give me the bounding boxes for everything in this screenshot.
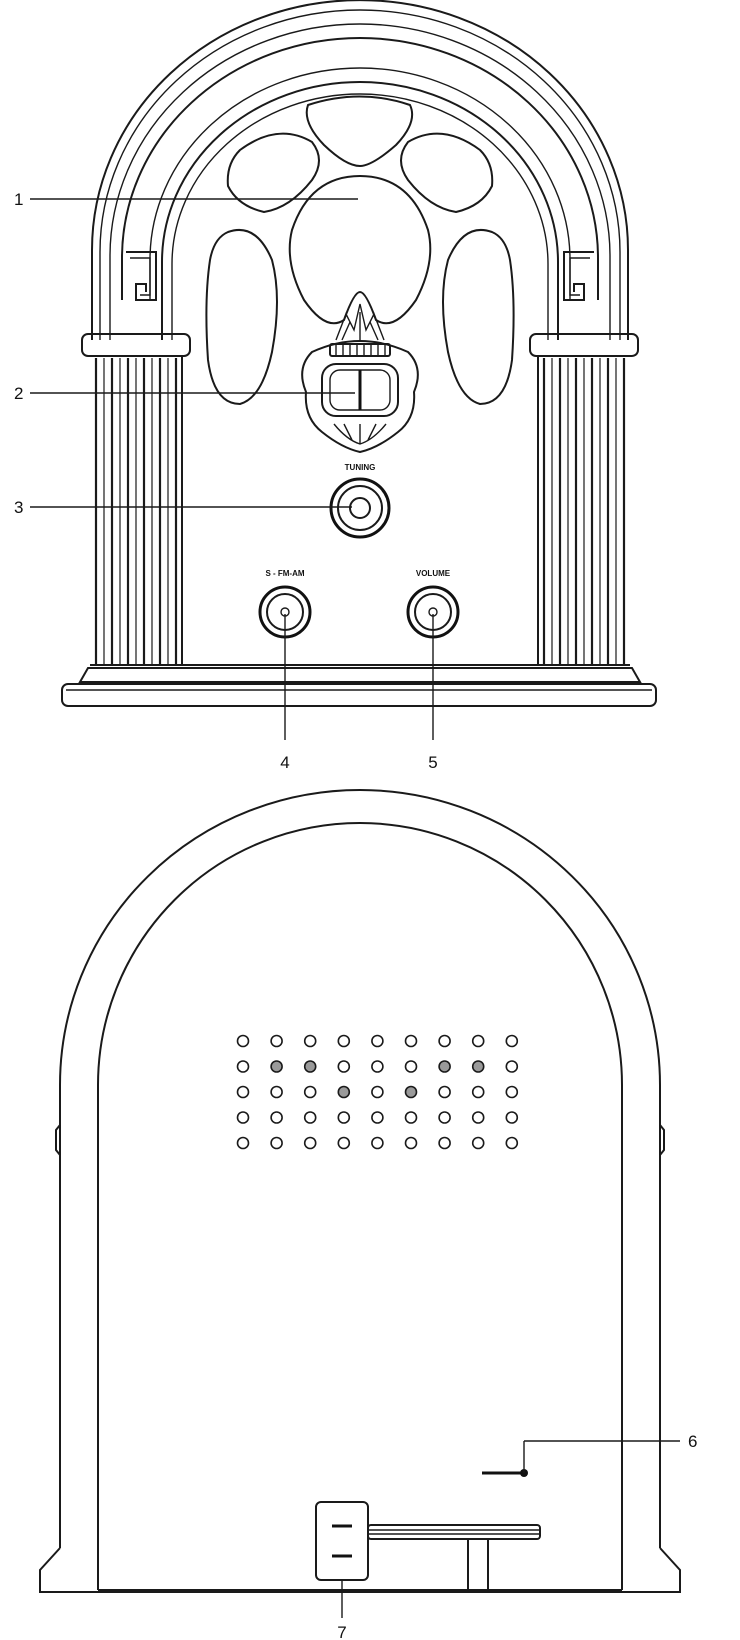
vent-hole [270, 1060, 283, 1073]
front-view: TUNING S - FM-AM VOLUME 1 [14, 0, 657, 772]
volume-knob-label: VOLUME [416, 569, 451, 578]
vent-hole [404, 1136, 418, 1150]
vent-hole [337, 1136, 351, 1150]
vent-hole [337, 1111, 351, 1124]
vent-hole [303, 1034, 317, 1048]
left-key-ornament [126, 251, 157, 301]
vent-hole [438, 1085, 451, 1099]
callout-4: 4 [280, 614, 290, 772]
left-column-capital [81, 333, 191, 357]
grille-cutout-top [305, 95, 414, 168]
vent-hole [303, 1136, 317, 1150]
svg-text:5: 5 [428, 753, 437, 772]
front-cabinet-arch [91, 0, 629, 340]
left-fluted-column [94, 358, 178, 664]
band-selector-label: S - FM-AM [265, 569, 304, 578]
callout-3: 3 [14, 498, 352, 517]
back-view: 6 7 [39, 789, 697, 1640]
grille-cutout-upper-right [400, 132, 494, 214]
power-socket[interactable] [315, 1501, 369, 1581]
vent-hole [236, 1060, 250, 1073]
vent-hole [404, 1034, 418, 1048]
vent-hole [438, 1034, 451, 1048]
vent-hole [303, 1060, 317, 1073]
svg-text:7: 7 [337, 1623, 346, 1640]
vent-hole [371, 1111, 384, 1124]
vent-hole [404, 1060, 418, 1073]
vent-hole [236, 1085, 250, 1099]
vent-hole [236, 1111, 250, 1124]
front-cabinet-base [61, 664, 657, 707]
vent-hole [471, 1034, 485, 1048]
right-column-capital [529, 333, 639, 357]
vent-hole [337, 1034, 351, 1048]
vent-hole [236, 1034, 250, 1048]
grille-cutout-left [205, 228, 278, 406]
vent-hole [438, 1136, 451, 1150]
vent-hole [438, 1060, 451, 1073]
vent-hole [303, 1111, 317, 1124]
tuning-dial-window [321, 363, 399, 417]
vent-hole [371, 1060, 384, 1073]
vent-hole [371, 1085, 384, 1099]
vent-hole [471, 1060, 485, 1073]
vent-hole [371, 1034, 384, 1048]
callout-2: 2 [14, 384, 355, 403]
callout-1: 1 [14, 190, 358, 209]
vent-hole [337, 1085, 351, 1099]
svg-text:2: 2 [14, 384, 23, 403]
vent-hole [505, 1060, 519, 1073]
grille-cutout-upper-left [226, 132, 320, 214]
vent-hole [471, 1136, 485, 1150]
vent-hole [270, 1085, 283, 1099]
tuning-knob-label: TUNING [345, 463, 376, 472]
vent-hole [404, 1111, 418, 1124]
svg-text:1: 1 [14, 190, 23, 209]
svg-text:4: 4 [280, 753, 289, 772]
vent-hole [505, 1034, 519, 1048]
vent-hole [438, 1111, 451, 1124]
vent-hole [337, 1060, 351, 1073]
grille-cutout-center [288, 174, 432, 325]
svg-text:6: 6 [688, 1432, 697, 1451]
vent-hole [471, 1085, 485, 1099]
speaker-grille-cutouts [205, 95, 515, 406]
tuning-dial-escutcheon [301, 303, 419, 454]
vent-hole [270, 1111, 283, 1124]
power-cord [367, 1524, 541, 1590]
back-cabinet-shell [39, 789, 681, 1593]
vent-hole [270, 1136, 283, 1150]
right-key-ornament [563, 251, 594, 301]
vent-hole [505, 1085, 519, 1099]
vent-hole [404, 1085, 418, 1099]
callout-5: 5 [428, 614, 438, 772]
vent-hole [505, 1136, 519, 1150]
back-vent-holes [236, 1034, 519, 1150]
aux-jack[interactable] [482, 1469, 528, 1477]
right-fluted-column [542, 358, 626, 664]
vent-hole [270, 1034, 283, 1048]
tuning-knob[interactable] [329, 477, 391, 539]
callout-6: 6 [523, 1432, 697, 1473]
vent-hole [371, 1136, 384, 1150]
callout-7: 7 [337, 1580, 347, 1640]
vent-hole [236, 1136, 250, 1150]
vent-hole [303, 1085, 317, 1099]
vent-hole [505, 1111, 519, 1124]
grille-cutout-right [442, 228, 515, 406]
vent-hole [471, 1111, 485, 1124]
svg-text:3: 3 [14, 498, 23, 517]
